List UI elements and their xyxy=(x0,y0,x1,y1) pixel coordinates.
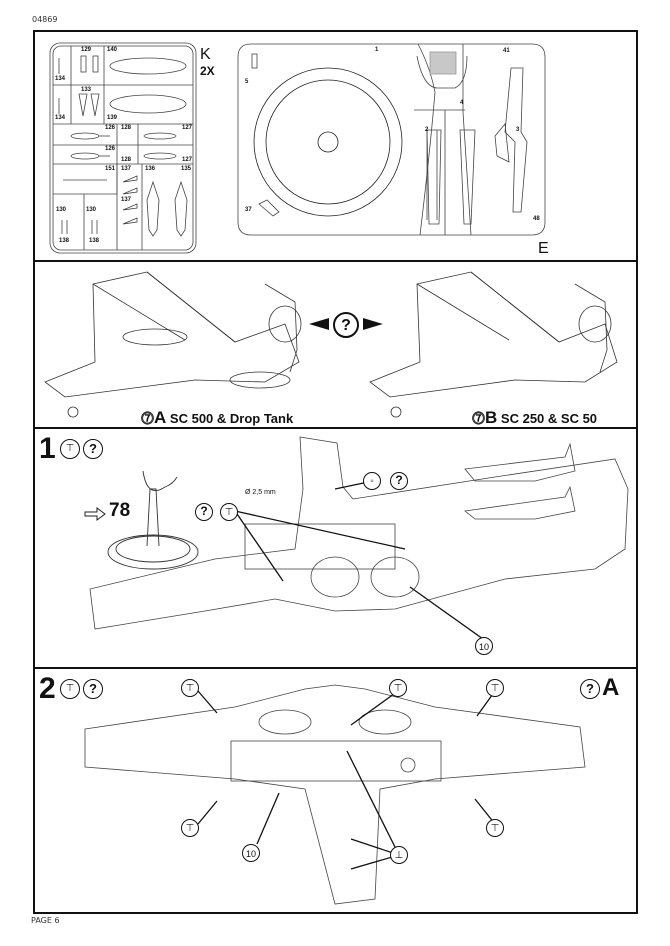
option-b-text: SC 250 & SC 50 xyxy=(500,411,598,426)
option-icon: ⓻ xyxy=(141,411,155,426)
part-number: 129 xyxy=(81,47,92,53)
sprue-e xyxy=(237,43,546,236)
part-number: 127 xyxy=(182,157,193,163)
sprue-k xyxy=(49,42,197,254)
side-view-aircraft-drawings xyxy=(464,442,576,520)
step-2-panel: 2 ⊤ ? ? A ⊤ ⊤ ⊤ ⊤ ⊤ ⊥ 10 xyxy=(35,669,636,912)
part-number: 139 xyxy=(107,115,118,121)
aircraft-option-drawings xyxy=(44,271,618,418)
choice-icon: ? xyxy=(333,312,359,338)
display-stand-drawing xyxy=(107,470,199,570)
option-a-text: SC 500 & Drop Tank xyxy=(169,411,294,426)
part-number: 127 xyxy=(182,125,193,131)
option-a-label: ⓻A SC 500 & Drop Tank xyxy=(141,408,293,428)
option-choice-icon: ? xyxy=(390,472,408,490)
sprue-k-multiplier: 2X xyxy=(200,64,215,78)
part-number: 37 xyxy=(245,207,252,213)
part-number: 151 xyxy=(105,166,116,172)
sprue-e-letter: E xyxy=(538,240,549,257)
drill-hole-icon: ⊤ xyxy=(181,679,199,697)
part-number: 4 xyxy=(460,100,464,106)
step-2-drawing xyxy=(84,684,586,905)
part-number: 138 xyxy=(59,238,70,244)
aircraft-option-b-drawing xyxy=(369,271,618,418)
upper-wing-drawing xyxy=(84,684,586,905)
document-code: 04869 xyxy=(32,15,58,24)
part-number: 137 xyxy=(121,197,132,203)
step-number: 1 xyxy=(39,432,56,465)
drill-hole-icon: ⊤ xyxy=(486,679,504,697)
option-choice-icon: ? xyxy=(83,439,103,459)
part-number: 128 xyxy=(121,157,132,163)
step-1-panel: 1 ⊤ ? 78 ? ⊤ Ø 2,5 mm ◦ ? 10 xyxy=(35,429,636,669)
option-choice-icon: ? xyxy=(580,679,600,699)
part-number: 126 xyxy=(105,146,116,152)
part-number: 137 xyxy=(121,166,132,172)
option-choice-icon: ? xyxy=(83,679,103,699)
stand-reference-number: 78 xyxy=(109,500,131,521)
option-choice-icon: ? xyxy=(195,503,213,521)
part-number: 135 xyxy=(181,166,192,172)
part-number: 2 xyxy=(425,127,429,133)
page-label: PAGE 6 xyxy=(31,916,60,925)
option-b-label: ⓻B SC 250 & SC 50 xyxy=(472,408,597,428)
part-number: 3 xyxy=(516,127,520,133)
choice-arrows xyxy=(309,318,383,330)
instruction-frame: K 2X E 134 129 140 134 133 139 126 128 1… xyxy=(33,30,638,914)
part-number: 138 xyxy=(89,238,100,244)
lower-wing-drawing xyxy=(89,436,629,630)
part-number: 133 xyxy=(81,87,92,93)
part-callout: 10 xyxy=(475,637,493,655)
option-icon: ⓻ xyxy=(472,411,486,426)
part-number: 134 xyxy=(55,76,66,82)
part-number: 1 xyxy=(375,47,379,53)
drill-hole-icon: ⊤ xyxy=(60,679,80,699)
options-panel: ? ⓻A SC 500 & Drop Tank ⓻B SC 250 & SC 5… xyxy=(35,262,636,429)
part-number: 130 xyxy=(86,207,97,213)
drill-size-label: Ø 2,5 mm xyxy=(245,489,276,496)
part-number: 134 xyxy=(55,115,66,121)
part-number: 48 xyxy=(533,216,540,222)
part-number: 136 xyxy=(145,166,156,172)
sprue-drawings xyxy=(49,42,546,254)
drill-hole-icon: ⊤ xyxy=(389,679,407,697)
part-number: 140 xyxy=(107,47,118,53)
option-b-letter: B xyxy=(485,408,498,427)
aircraft-option-a-drawing xyxy=(44,271,302,418)
option-a-letter: A xyxy=(154,408,167,427)
drill-hole-icon: ⊤ xyxy=(220,503,238,521)
step-1-drawing xyxy=(84,436,629,640)
leader-lines xyxy=(234,480,484,640)
sprue-k-letter: K xyxy=(200,46,211,63)
drill-hole-icon: ⊤ xyxy=(486,819,504,837)
drill-hole-icon: ⊤ xyxy=(60,439,80,459)
drill-hole-icon: ⊤ xyxy=(181,819,199,837)
part-callout: 10 xyxy=(242,844,260,862)
detail-hole-icon: ◦ xyxy=(363,472,381,490)
leader-lines xyxy=(197,690,496,870)
part-number: 41 xyxy=(503,48,510,54)
option-tag: A xyxy=(602,674,620,701)
parts-panel: K 2X E 134 129 140 134 133 139 126 128 1… xyxy=(35,32,636,262)
part-number: 130 xyxy=(56,207,67,213)
drill-hole-icon: ⊥ xyxy=(390,846,408,864)
arrow-icon xyxy=(84,507,106,521)
part-number: 126 xyxy=(105,125,116,131)
part-number: 128 xyxy=(121,125,132,131)
part-number: 5 xyxy=(245,79,249,85)
step-number: 2 xyxy=(39,672,56,705)
